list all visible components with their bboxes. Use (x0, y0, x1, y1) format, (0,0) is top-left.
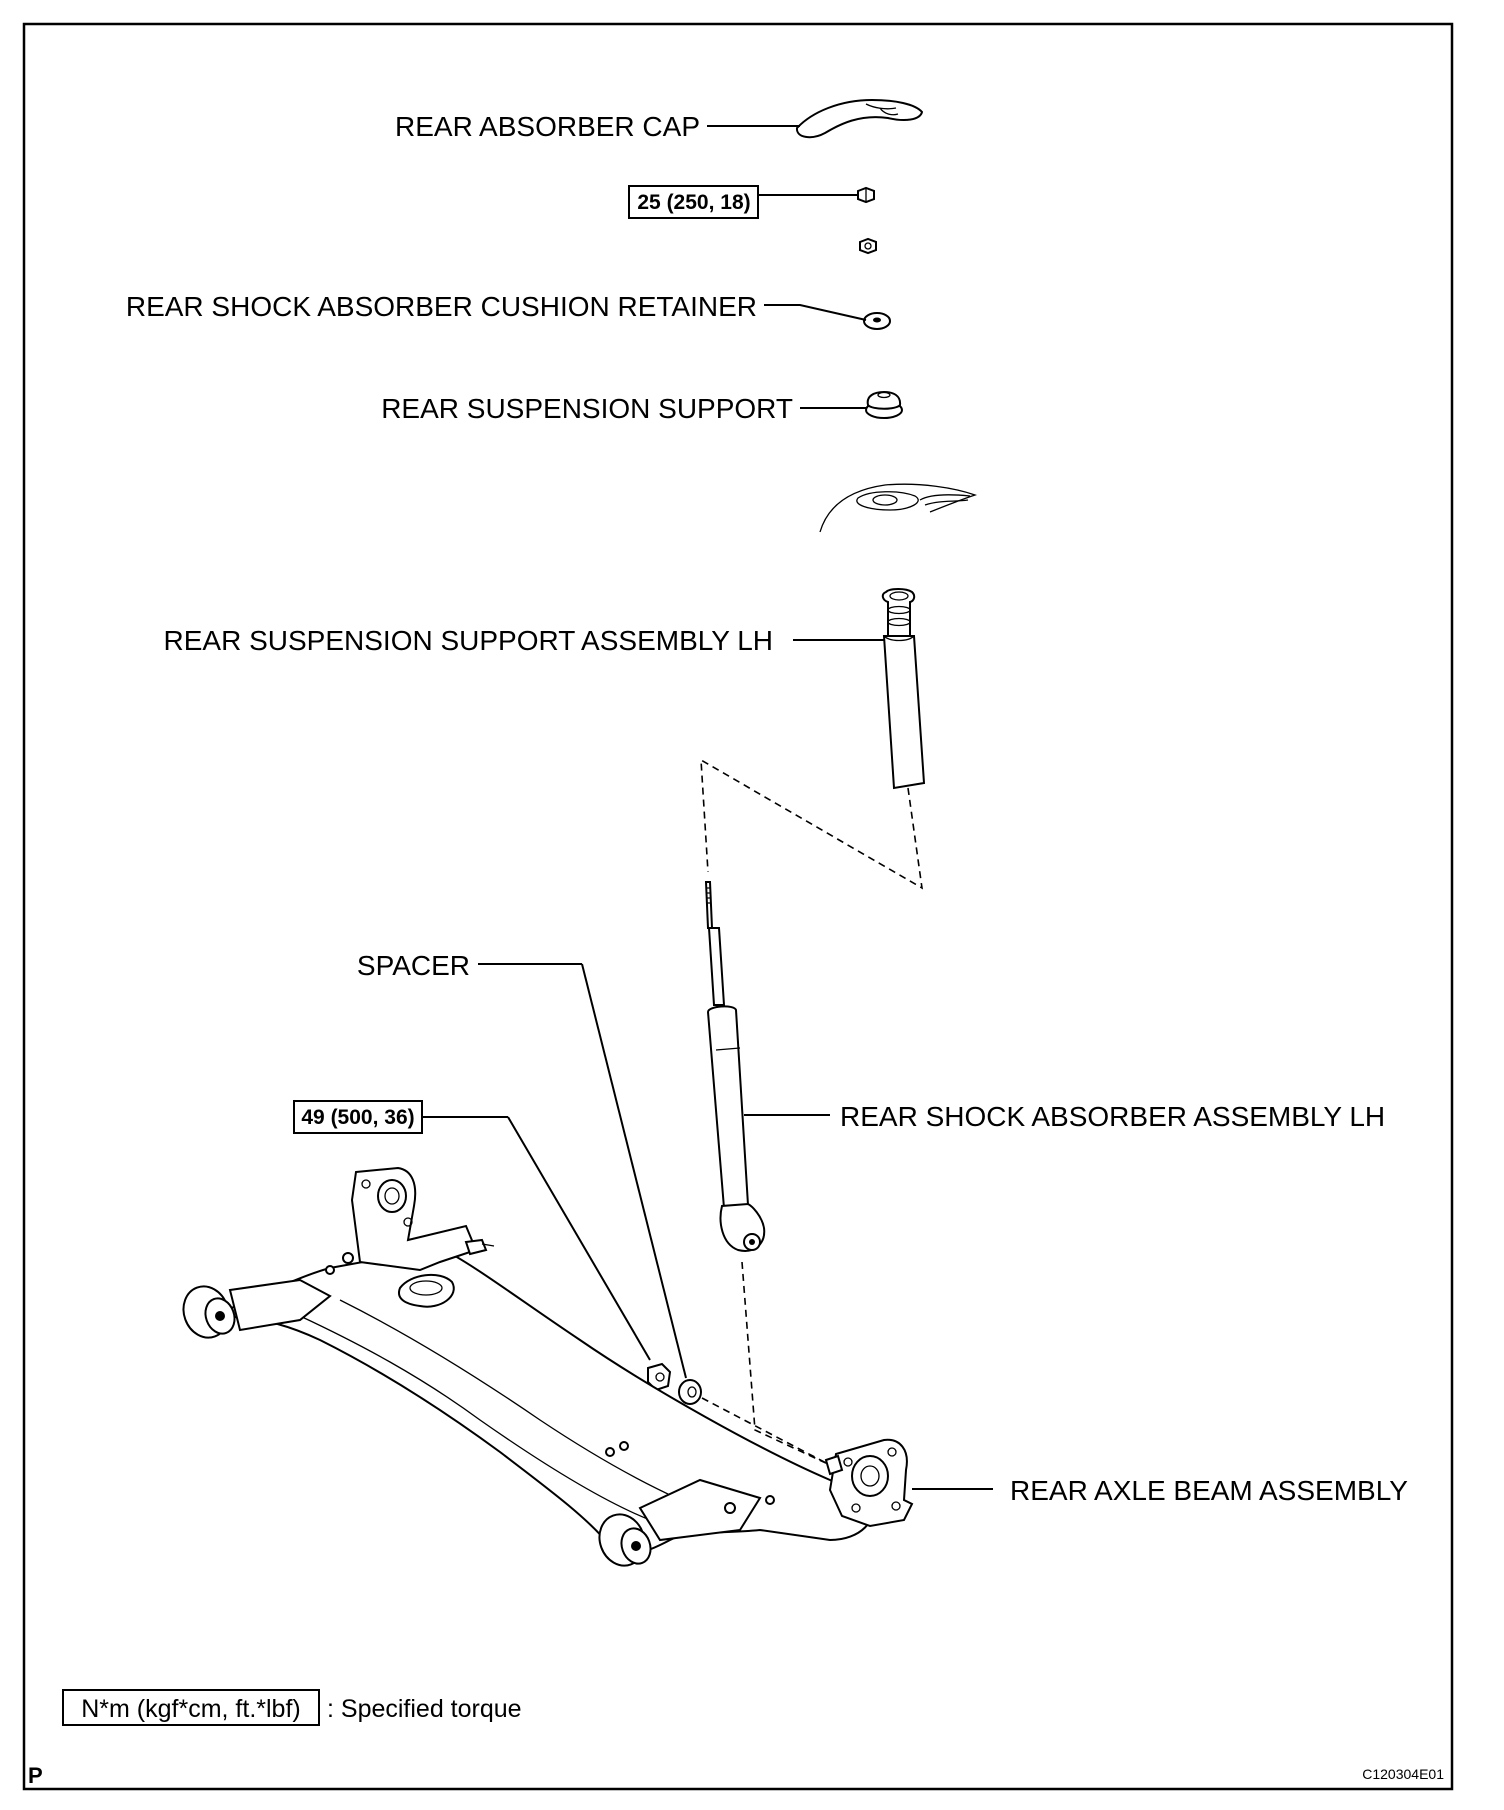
legend-description: : Specified torque (327, 1695, 522, 1723)
torque-value-lower: 49 (500, 36) (301, 1106, 414, 1129)
cushion-retainer-part (863, 312, 891, 330)
suspension-support-part (865, 390, 903, 419)
diagram-frame (22, 22, 1454, 1791)
leader-cushion-retainer (764, 304, 867, 321)
leader-torque-lower-diagonal (507, 1116, 651, 1361)
leader-spacer-diagonal (581, 963, 687, 1379)
rear-absorber-cap-part (796, 98, 924, 139)
label-rear-absorber-cap: REAR ABSORBER CAP (395, 111, 700, 142)
torque-box-upper (628, 185, 759, 219)
lower-bolt-part (647, 1362, 672, 1392)
label-cushion-retainer: REAR SHOCK ABSORBER CUSHION RETAINER (126, 291, 757, 322)
assembly-line-upper (700, 758, 924, 890)
support-assembly-part (881, 588, 926, 790)
torque-value-upper: 25 (250, 18) (637, 191, 750, 214)
figure-code: C120304E01 (1362, 1766, 1444, 1782)
label-shock-absorber: REAR SHOCK ABSORBER ASSEMBLY LH (840, 1101, 1385, 1132)
spacer-part (678, 1379, 702, 1405)
legend-unit-box (62, 1689, 320, 1726)
label-axle-beam: REAR AXLE BEAM ASSEMBLY (1010, 1475, 1408, 1506)
assembly-line-spacer (701, 1397, 831, 1466)
upper-nut-part (857, 186, 875, 204)
torque-box-lower (293, 1100, 423, 1134)
legend-unit: N*m (kgf*cm, ft.*lbf) (81, 1695, 300, 1723)
page-letter: P (28, 1763, 43, 1788)
body-panel-sketch (819, 483, 978, 533)
second-nut-part (859, 237, 877, 255)
shock-absorber-part (704, 881, 766, 1252)
label-suspension-support: REAR SUSPENSION SUPPORT (381, 393, 793, 424)
label-spacer: SPACER (357, 950, 470, 981)
assembly-line-lower (741, 1261, 831, 1466)
rear-axle-beam-part (182, 1166, 914, 1567)
label-support-assembly: REAR SUSPENSION SUPPORT ASSEMBLY LH (164, 625, 773, 656)
